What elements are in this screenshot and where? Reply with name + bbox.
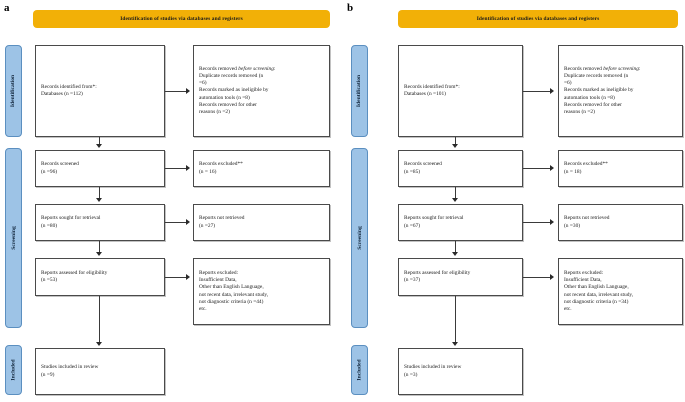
panel-b-box-records-screened: Records screened (n =85) [398,150,523,187]
panel-b-reports-sought-text: Reports sought for retrieval (n =67) [404,215,464,229]
panel-a-arrow-down-3 [96,252,102,256]
panel-a: a Identification of studies via database… [4,2,330,395]
panel-a-stage-included: Included [5,345,22,395]
panel-a-connector-1v [99,137,100,146]
panel-a-banner: Identification of studies via databases … [33,10,330,28]
panel-b-stage-screening: Screening [351,148,368,328]
panel-a-reports-sought-text: Reports sought for retrieval (n =80) [41,215,101,229]
panel-a-reports-not-retrieved-text: Reports not retrieved (n =27) [199,215,245,229]
panel-b-arrow-down-1 [452,144,458,148]
panel-a-box-records-screened: Records screened (n =96) [35,150,165,187]
panel-a-stage-identification: Identification [5,45,22,137]
panel-b-banner-label: Identification of studies via databases … [476,15,600,22]
panel-a-studies-included-text: Studies included in review (n =9) [41,364,99,378]
panel-b-studies-included-text: Studies included in review (n =3) [404,364,462,378]
panel-b-reports-not-retrieved-text: Reports not retrieved (n =30) [564,215,610,229]
panel-b-connector-1v [455,137,456,146]
panel-b-connector-1h [523,91,552,92]
panel-b-records-removed-text: Records removed before screening: Duplic… [564,65,641,115]
panel-a-connector-1h [165,91,188,92]
panel-b-reports-excluded-text: Reports excluded: Insufficient Data, Oth… [564,269,634,312]
panel-a-connector-4v [99,296,100,344]
panel-b-connector-2h [523,168,552,169]
panel-a-box-reports-sought: Reports sought for retrieval (n =80) [35,204,165,241]
panel-a-box-reports-not-retrieved: Reports not retrieved (n =27) [193,204,330,241]
panel-a-stage-screening: Screening [5,148,22,328]
panel-b-arrow-1 [550,88,554,94]
panel-b-letter: b [347,2,354,14]
panel-b-stage-included-label: Included [356,359,363,381]
panel-b-box-records-excluded: Records excluded** (n = 18) [558,150,683,187]
panel-b-stage-included: Included [351,345,368,395]
panel-a-records-identified-text: Records identified from*: Databases (n =… [41,83,97,97]
panel-a-box-records-excluded: Records excluded** (n = 16) [193,150,330,187]
panel-b-records-excluded-text: Records excluded** (n = 18) [564,161,608,175]
panel-b-box-reports-not-retrieved: Reports not retrieved (n =30) [558,204,683,241]
panel-b-connector-2v [455,187,456,200]
panel-a-stage-included-label: Included [10,359,17,381]
panel-a-records-removed-text: Records removed before screening: Duplic… [199,65,276,115]
panel-b-box-studies-included: Studies included in review (n =3) [398,348,523,395]
panel-b-arrow-2 [550,165,554,171]
panel-b-arrow-down-2 [452,198,458,202]
panel-a-letter: a [4,2,10,14]
panel-b: b Identification of studies via database… [343,0,685,402]
panel-a-connector-2h [165,168,188,169]
panel-a-connector-3h [165,222,188,223]
panel-b-connector-3v [455,241,456,254]
panel-b-arrow-down-4 [452,342,458,346]
panel-b-box-records-identified: Records identified from*: Databases (n =… [398,45,523,137]
panel-b-arrow-3 [550,219,554,225]
panel-a-box-records-identified: Records identified from*: Databases (n =… [35,45,165,137]
panel-b-box-reports-assessed: Reports assessed for eligibility (n =37) [398,258,523,296]
panel-a-records-screened-text: Records screened (n =96) [41,161,79,175]
panel-b-box-reports-sought: Reports sought for retrieval (n =67) [398,204,523,241]
panel-a-reports-excluded-text: Reports excluded: Insufficient Data, Oth… [199,269,269,312]
panel-b-stage-identification: Identification [351,45,368,137]
panel-a-arrow-down-4 [96,342,102,346]
panel-a-connector-2v [99,187,100,200]
panel-a-records-excluded-text: Records excluded** (n = 16) [199,161,243,175]
panel-a-arrow-3 [186,219,190,225]
panel-b-arrow-4 [550,274,554,280]
panel-b-records-screened-text: Records screened (n =85) [404,161,442,175]
panel-a-box-studies-included: Studies included in review (n =9) [35,348,165,395]
panel-b-connector-4v [455,296,456,344]
panel-a-arrow-1 [186,88,190,94]
panel-a-box-reports-excluded: Reports excluded: Insufficient Data, Oth… [193,258,330,325]
panel-b-stage-identification-label: Identification [356,74,363,108]
panel-a-connector-3v [99,241,100,254]
panel-b-records-identified-text: Records identified from*: Databases (n =… [404,83,460,97]
panel-b-connector-4h [523,277,552,278]
panel-a-arrow-down-1 [96,144,102,148]
panel-a-arrow-down-2 [96,198,102,202]
panel-a-stage-identification-label: Identification [10,74,17,108]
panel-b-arrow-down-3 [452,252,458,256]
panel-a-banner-label: Identification of studies via databases … [120,15,243,22]
panel-b-connector-3h [523,222,552,223]
panel-b-stage-screening-label: Screening [356,226,363,250]
panel-a-reports-assessed-text: Reports assessed for eligibility (n =53) [41,269,108,283]
panel-a-connector-4h [165,277,188,278]
panel-a-arrow-2 [186,165,190,171]
panel-a-stage-screening-label: Screening [10,226,17,250]
panel-a-arrow-4 [186,274,190,280]
panel-b-box-records-removed: Records removed before screening: Duplic… [558,45,683,137]
panel-a-box-reports-assessed: Reports assessed for eligibility (n =53) [35,258,165,296]
panel-b-reports-assessed-text: Reports assessed for eligibility (n =37) [404,269,471,283]
panel-b-box-reports-excluded: Reports excluded: Insufficient Data, Oth… [558,258,683,325]
panel-b-banner: Identification of studies via databases … [398,10,678,28]
panel-a-box-records-removed: Records removed before screening: Duplic… [193,45,330,137]
